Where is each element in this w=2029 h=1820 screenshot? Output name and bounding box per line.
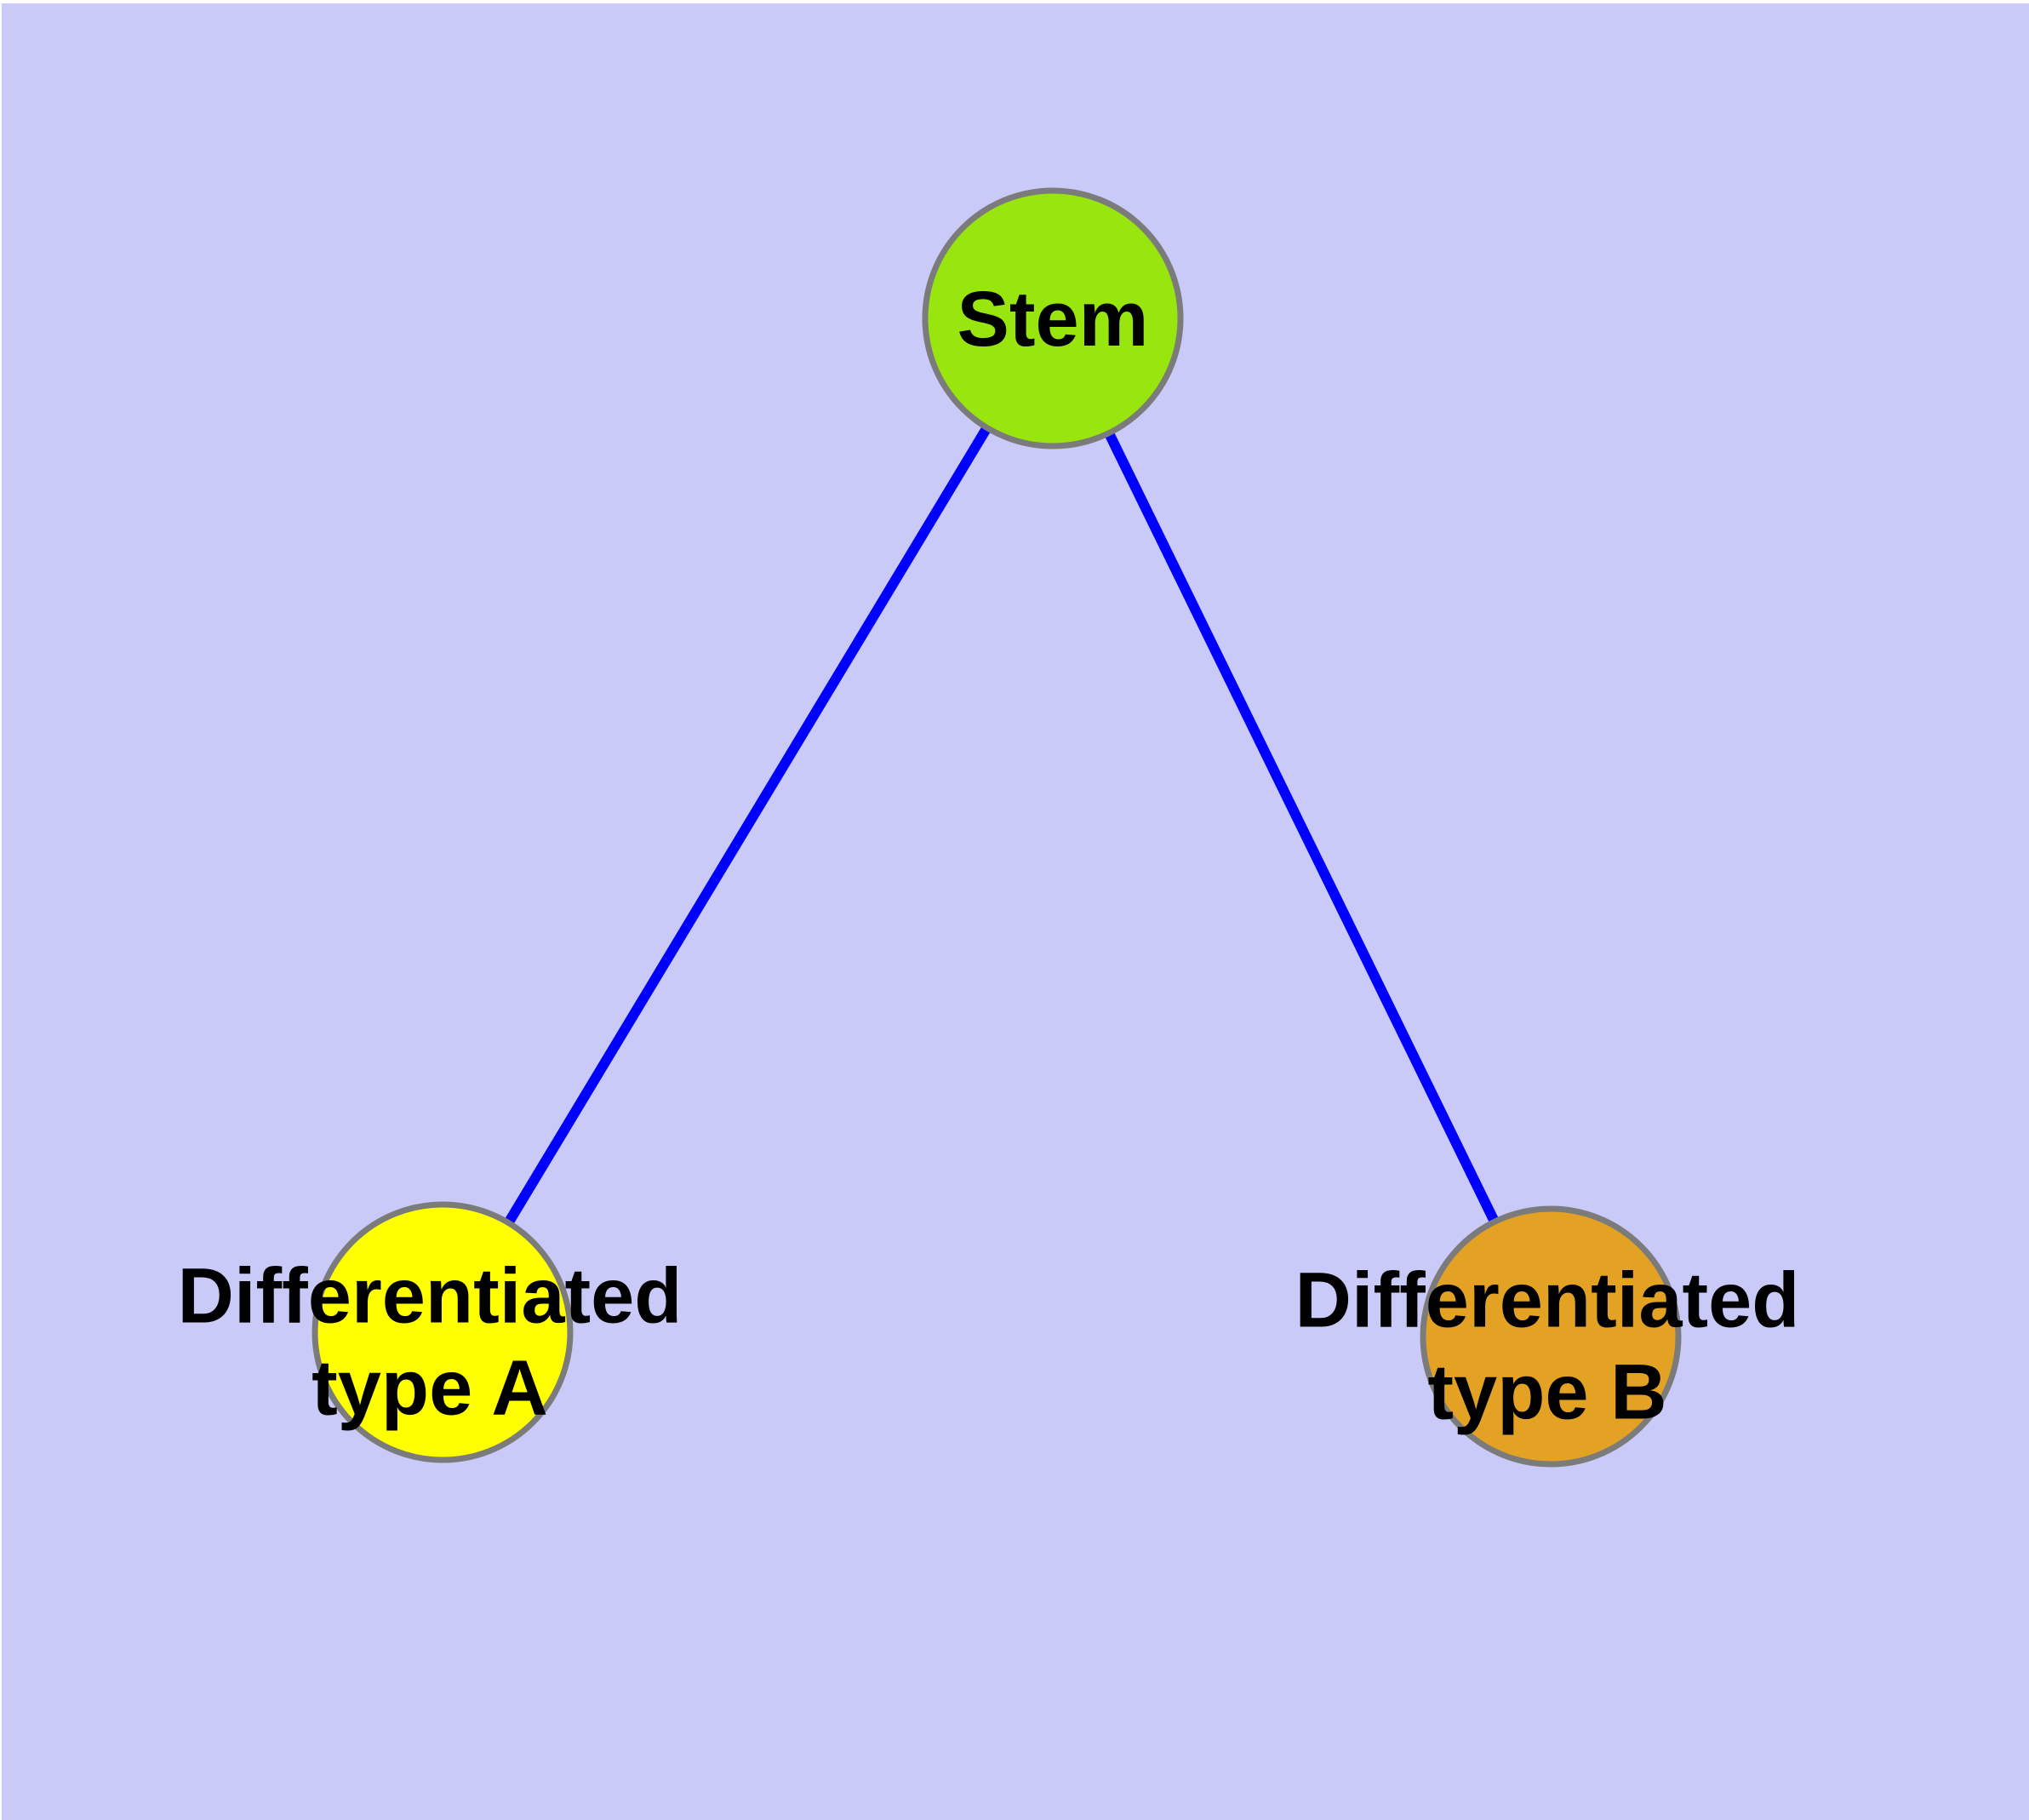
node-type-b-circle	[1420, 1205, 1682, 1468]
node-type-a-circle	[311, 1201, 574, 1463]
edge-stem-to-type-a	[437, 315, 1058, 1336]
node-stem-circle	[922, 187, 1184, 449]
edge-stem-to-type-b	[1048, 316, 1556, 1339]
